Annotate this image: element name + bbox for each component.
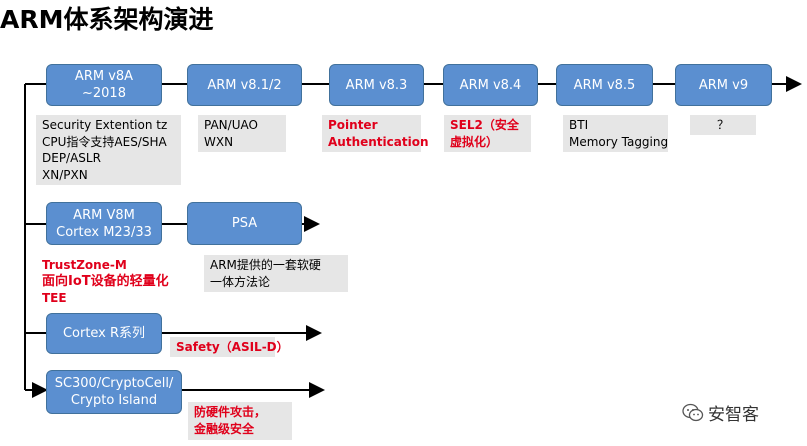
note-line: 一体方法论 [210, 274, 271, 289]
v8-3-features-note: Pointer Authentication [322, 115, 429, 152]
arm-v9-box: ARM v9 [675, 64, 772, 106]
box-label: PSA [231, 216, 258, 231]
note-line: CPU指令支持AES/SHA [42, 134, 167, 149]
page-title: ARM体系架构演进 [0, 5, 214, 34]
note-line: XN/PXN [42, 167, 88, 182]
note-line: Pointer [328, 118, 378, 132]
box-label: ARM v8.1/2 [207, 77, 282, 93]
wechat-icon [682, 403, 704, 421]
note-line: Security Extention tz [42, 118, 168, 132]
v8-4-features-note: SEL2（安全 虚拟化） [444, 115, 531, 152]
box-label: Cortex M23/33 [56, 224, 152, 240]
arm-v8-5-box: ARM v8.5 [556, 64, 653, 106]
hardware-attack-note: 防硬件攻击， 金融级安全 [188, 402, 292, 440]
note-line: 防硬件攻击， [194, 405, 267, 419]
psa-description-note: ARM提供的一套软硬 一体方法论 [204, 255, 348, 292]
box-label: ARM v8A [74, 69, 134, 84]
note-line: TrustZone-M [42, 258, 127, 272]
watermark-text: 安智客 [708, 405, 759, 425]
v9-features-note: ？ [690, 115, 756, 135]
sc300-cryptocell-box: SC300/CryptoCell/ Crypto Island [46, 370, 182, 414]
note-line: WXN [204, 134, 234, 149]
box-label: Crypto Island [70, 393, 158, 408]
box-label: ARM v8.3 [345, 77, 408, 93]
arm-v8-4-box: ARM v8.4 [443, 64, 538, 106]
note-line: TEE [42, 291, 67, 305]
v8-1-2-features-note: PAN/UAO WXN [198, 115, 286, 152]
note-line: PAN/UAO [204, 118, 258, 132]
box-label: Cortex R系列 [62, 326, 146, 341]
note-line: Authentication [328, 134, 429, 149]
box-label: ARM V8M [73, 207, 135, 223]
box-label: ARM v8.5 [573, 77, 636, 93]
cortex-r-box: Cortex R系列 [46, 313, 162, 354]
note-line: 虚拟化） [450, 134, 499, 149]
note-line: Memory Tagging [569, 134, 669, 149]
box-label: ~2018 [82, 86, 126, 101]
note-line: ？ [716, 118, 729, 132]
psa-box: PSA [187, 202, 302, 245]
note-line: BTI [569, 118, 589, 132]
note-line: SEL2（安全 [450, 118, 519, 132]
arm-v8-1-2-box: ARM v8.1/2 [187, 64, 302, 106]
box-label: ARM v9 [698, 77, 749, 93]
safety-note: Safety（ASIL-D） [170, 337, 289, 357]
trustzone-m-note: TrustZone-M 面向IoT设备的轻量化 TEE [36, 255, 184, 307]
arm-v8a-box: ARM v8A ~2018 [46, 64, 162, 106]
note-line: 面向IoT设备的轻量化 [42, 273, 169, 289]
note-line: DEP/ASLR [42, 151, 101, 165]
watermark: 安智客 [682, 400, 759, 425]
box-label: SC300/CryptoCell/ [54, 376, 174, 391]
note-line: Safety（ASIL-D） [176, 340, 289, 354]
arm-v8m-box: ARM V8M Cortex M23/33 [46, 202, 162, 245]
v8a-features-note: Security Extention tz CPU指令支持AES/SHA DEP… [36, 115, 181, 185]
arm-v8-3-box: ARM v8.3 [329, 64, 424, 106]
note-line: ARM提供的一套软硬 [210, 258, 321, 272]
note-line: 金融级安全 [194, 421, 255, 436]
v8-5-features-note: BTI Memory Tagging [563, 115, 668, 152]
box-label: ARM v8.4 [459, 77, 522, 93]
